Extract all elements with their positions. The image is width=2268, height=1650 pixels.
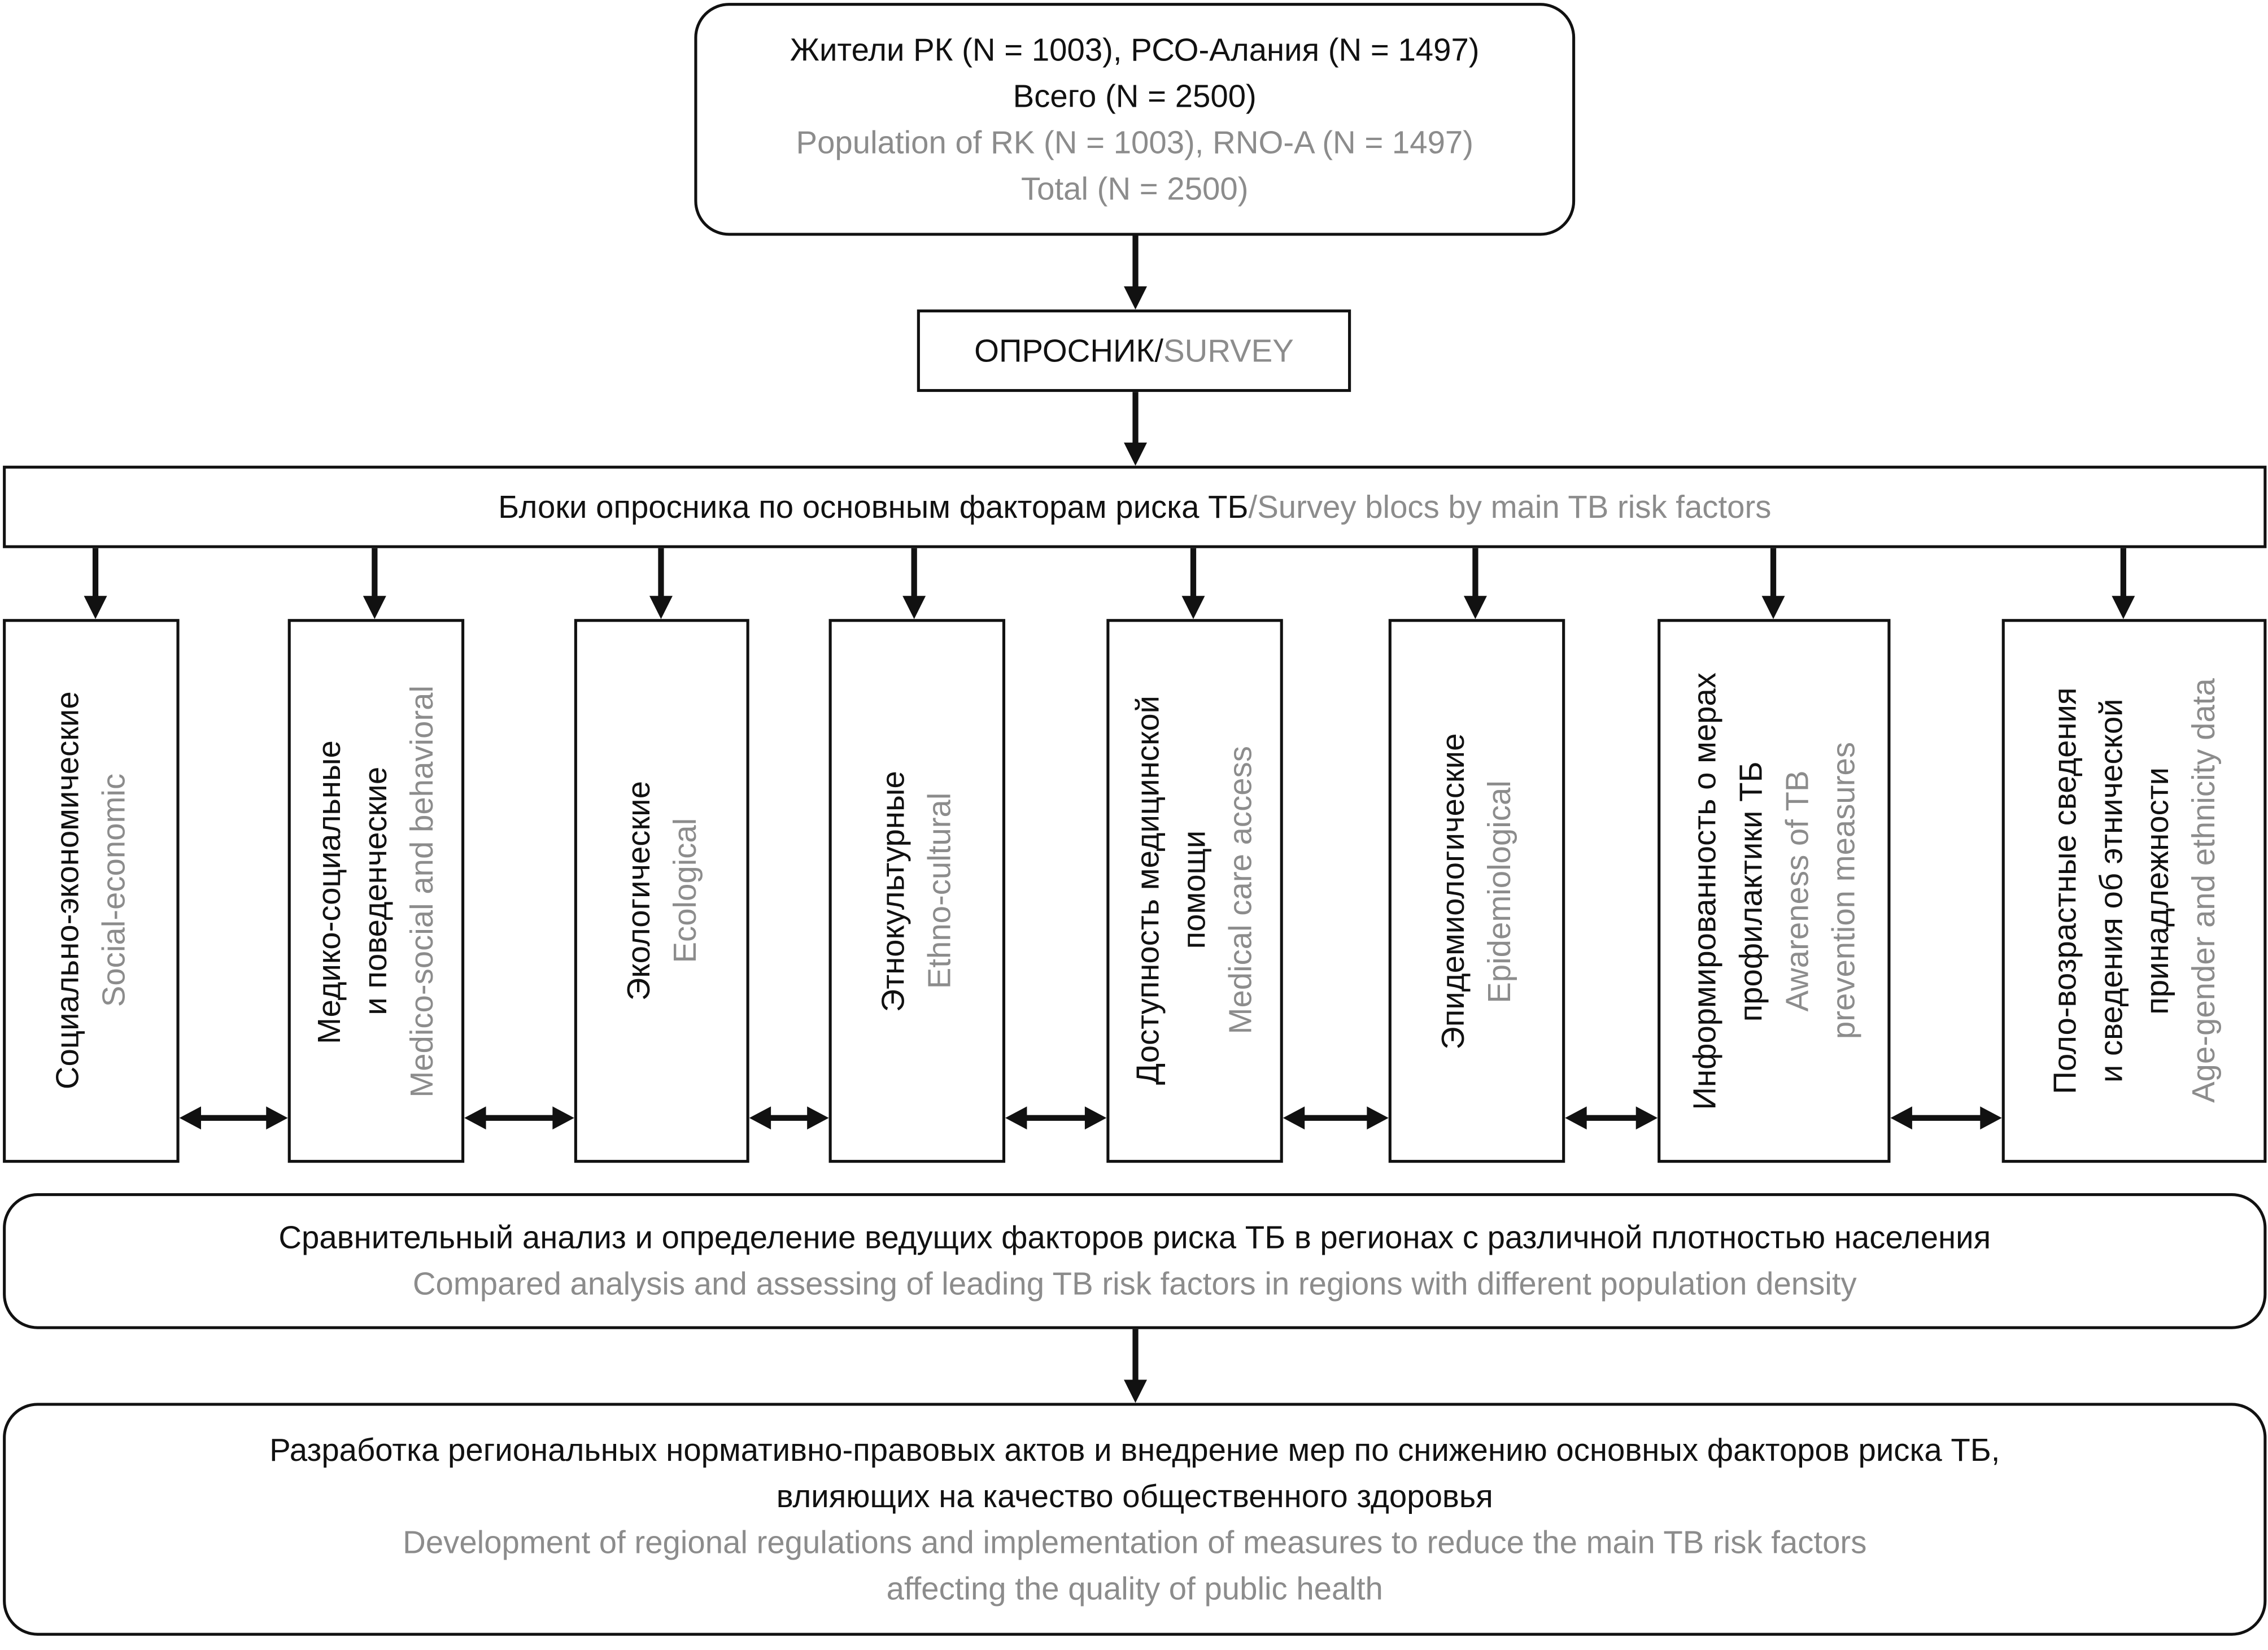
factor-label-ru: Этнокультурные: [875, 770, 911, 1012]
factor-label-ru: Социально-экономические: [49, 692, 86, 1090]
factor-label-ru: принадлежности: [2138, 767, 2175, 1015]
double-arrow: [1890, 1106, 2002, 1130]
analysis-en: Compared analysis and assessing of leadi…: [412, 1265, 1857, 1302]
factor-label-ru: Поло-возрастные сведения: [2045, 687, 2082, 1094]
factor-label-ru: Медико-социальные: [311, 739, 347, 1043]
survey-en: SURVEY: [1163, 331, 1294, 368]
factor-label-ru: и поведенческие: [357, 766, 394, 1015]
arrow-down: [1124, 235, 1148, 310]
blocs-en: Survey blocs by main TB risk factors: [1257, 488, 1772, 525]
arrow-down: [649, 548, 673, 619]
arrow-down: [1761, 548, 1785, 619]
factor-label-en: Medical care access: [1222, 747, 1259, 1035]
factor-label-en: Epidemiological: [1481, 779, 1517, 1003]
blocs-ru: Блоки опросника по основным факторам рис…: [498, 488, 1249, 525]
double-arrow: [749, 1106, 829, 1130]
double-arrow: [1283, 1106, 1389, 1130]
arrow-down: [1463, 548, 1487, 619]
double-arrow: [1005, 1106, 1107, 1130]
population-box: Жители РК (N = 1003), РСО-Алания (N = 14…: [694, 3, 1576, 236]
factor-label-ru: помощи: [1176, 831, 1212, 950]
outcome-en-line2: affecting the quality of public health: [886, 1570, 1383, 1607]
factor-label-en: Awareness of TB: [1778, 770, 1815, 1012]
factor-box-age-gender-ethnicity: Поло-возрастные сведения и сведения об эт…: [2001, 619, 2267, 1163]
factor-label-ru: и сведения об этнической: [2092, 699, 2129, 1083]
arrow-down: [1124, 1329, 1148, 1403]
outcome-en-line1: Development of regional regulations and …: [403, 1524, 1867, 1560]
arrow-down: [84, 548, 107, 619]
total-ru: Всего (N = 2500): [1013, 77, 1257, 114]
factor-label-ru: Информированность о мерах: [1686, 672, 1722, 1110]
separator: /: [1248, 488, 1258, 525]
factor-label-ru: Доступность медицинской: [1129, 696, 1166, 1086]
factor-label-en: Medico-social and behavioral: [403, 684, 440, 1097]
arrow-down: [1181, 548, 1205, 619]
factor-box-medical-care-access: Доступность медицинской помощи Medical car…: [1106, 619, 1283, 1163]
factor-box-ecological: Экологические Ecological: [574, 619, 749, 1163]
separator: /: [1154, 331, 1164, 368]
double-arrow: [179, 1106, 288, 1130]
outcome-ru-line1: Разработка региональных нормативно-право…: [269, 1431, 2000, 1468]
total-en: Total (N = 2500): [1021, 169, 1249, 206]
arrow-down: [2112, 548, 2135, 619]
arrow-down: [1124, 392, 1148, 466]
outcome-box: Разработка региональных нормативно-право…: [3, 1403, 2267, 1636]
factor-label-en: Ethno-cultural: [921, 792, 958, 989]
survey-box: ОПРОСНИК/SURVEY: [917, 309, 1351, 392]
double-arrow: [1565, 1106, 1658, 1130]
factor-label-ru: Эпидемиологические: [1434, 732, 1471, 1049]
analysis-box: Сравнительный анализ и определение ведущ…: [3, 1193, 2267, 1329]
arrow-down: [902, 548, 926, 619]
outcome-ru-line2: влияющих на качество общественного здоро…: [776, 1477, 1493, 1514]
factor-label-en: prevention measures: [1824, 742, 1861, 1040]
population-en: Population of RK (N = 1003), RNO-A (N = …: [796, 123, 1474, 160]
population-ru: Жители РК (N = 1003), РСО-Алания (N = 14…: [790, 31, 1480, 68]
analysis-ru: Сравнительный анализ и определение ведущ…: [278, 1219, 1991, 1256]
survey-ru: ОПРОСНИК: [974, 331, 1155, 368]
factor-label-ru: профилактики ТБ: [1732, 761, 1769, 1022]
factor-label-en: Age-gender and ethnicity data: [2184, 678, 2221, 1103]
factor-label-en: Social-economic: [95, 774, 132, 1008]
factor-label-en: Ecological: [666, 818, 703, 964]
survey-blocs-box: Блоки опросника по основным факторам рис…: [3, 465, 2267, 548]
double-arrow: [464, 1106, 574, 1130]
factor-label-ru: Экологические: [620, 781, 656, 1001]
arrow-down: [363, 548, 386, 619]
factor-box-epidemiological: Эпидемиологические Epidemiological: [1388, 619, 1565, 1163]
factor-box-ethno-cultural: Этнокультурные Ethno-cultural: [828, 619, 1006, 1163]
factor-box-awareness: Информированность о мерах профилактики ТБ…: [1658, 619, 1891, 1163]
